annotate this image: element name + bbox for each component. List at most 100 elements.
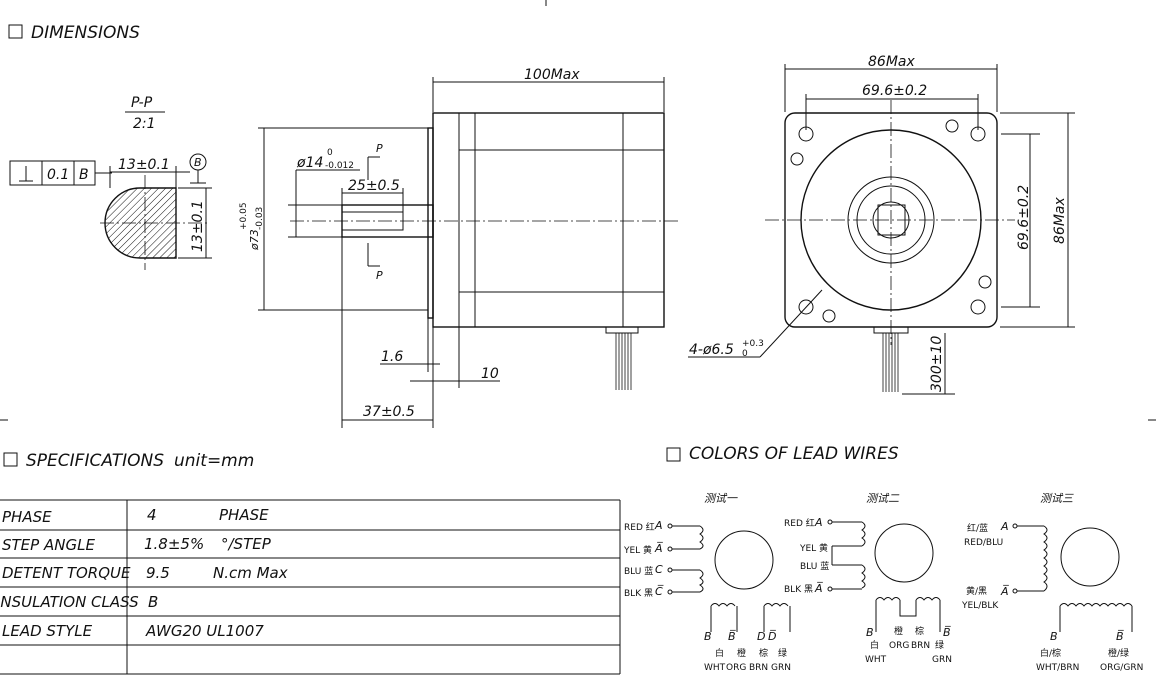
svg-text:棕: 棕 [915, 625, 924, 637]
front-view: 86Max 69.6±0.2 69.6±0.2 86Max 4-ø6.5 +0.… [688, 54, 1075, 395]
shaft-length-dim: 37±0.5 [363, 404, 415, 420]
spec-table: PHASE 4 PHASE STEP ANGLE 1.8±5% °/STEP D… [0, 499, 621, 675]
spec-value: 9.5 [146, 564, 170, 582]
height-max-dim: 86Max [1052, 197, 1068, 244]
lead-colors-heading: COLORS OF LEAD WIRES [689, 444, 899, 464]
svg-text:0: 0 [327, 148, 333, 158]
svg-text:A̅: A̅ [1000, 585, 1010, 598]
section-label: P-P [131, 95, 153, 111]
flange [427, 127, 434, 319]
svg-text:WHT: WHT [865, 655, 887, 665]
spec-unit: PHASE [219, 506, 269, 524]
shaft-dia-dim: ø14 [296, 155, 323, 171]
spec-param: STEP ANGLE [2, 536, 95, 554]
svg-text:YEL 黄: YEL 黄 [623, 544, 652, 556]
svg-text:-0.03: -0.03 [255, 207, 265, 230]
unit-label: unit=mm [174, 451, 254, 471]
svg-text:RED 红: RED 红 [624, 521, 655, 533]
svg-text:WHT/BRN: WHT/BRN [1036, 663, 1079, 673]
svg-text:BRN: BRN [749, 663, 768, 673]
svg-text:D̅: D̅ [768, 630, 777, 643]
svg-text:B: B [866, 626, 874, 639]
svg-text:ORG: ORG [889, 641, 909, 651]
svg-text:GRN: GRN [771, 663, 791, 673]
spec-unit: °/STEP [221, 535, 272, 553]
svg-text:白: 白 [870, 639, 879, 651]
test2-title: 测试二 [866, 492, 900, 505]
svg-text:BLK 黑: BLK 黑 [784, 584, 813, 595]
svg-text:棕: 棕 [759, 647, 768, 659]
svg-text:-0.012: -0.012 [325, 161, 354, 171]
svg-text:橙: 橙 [894, 625, 903, 637]
svg-text:B̅: B̅ [1116, 630, 1125, 643]
spec-param: PHASE [2, 508, 52, 526]
svg-text:0: 0 [742, 349, 748, 359]
svg-text:WHT: WHT [704, 663, 726, 673]
spec-unit: N.cm Max [213, 564, 288, 582]
wiring-test-1: 测试一 RED 红 YEL 黄 BLU 蓝 BLK 黑 A A̅ C C̅ B … [623, 492, 791, 673]
svg-text:A: A [654, 519, 663, 532]
svg-text:C̅: C̅ [655, 585, 664, 598]
svg-text:C: C [655, 563, 663, 576]
dimensions-checkbox-icon [8, 24, 23, 39]
svg-text:A̅: A̅ [654, 542, 664, 555]
perp-datum: B [79, 167, 89, 183]
wiring-test-3: 测试三 红/蓝 RED/BLU 黄/黑 YEL/BLK A A̅ B B̅ 白/… [961, 492, 1143, 673]
spec-value: 4 [147, 506, 157, 524]
section-width-dim: 13±0.1 [118, 157, 170, 173]
mount-hole-tr [970, 126, 986, 142]
svg-text:YEL 黄: YEL 黄 [799, 542, 828, 554]
spec-value: AWG20 UL1007 [145, 622, 264, 640]
perp-value: 0.1 [47, 167, 69, 183]
spec-param: LEAD STYLE [2, 622, 93, 640]
svg-text:GRN: GRN [932, 655, 952, 665]
svg-text:绿: 绿 [778, 647, 787, 659]
pilot-dia-dim: ø73 [248, 229, 261, 251]
svg-text:RED/BLU: RED/BLU [964, 538, 1003, 548]
spec-param: INSULATION CLASS [0, 593, 139, 611]
section-mark-top: P [376, 142, 383, 155]
side-view: 100Max ø73 +0.05 -0.03 ø14 0 [239, 67, 680, 428]
svg-text:绿: 绿 [935, 639, 944, 651]
svg-text:橙/绿: 橙/绿 [1108, 647, 1129, 659]
svg-text:BLK 黑: BLK 黑 [624, 588, 653, 599]
wiring-test-2: 测试二 RED 红 YEL 黄 BLU 蓝 BLK 黑 A A̅ B B̅ 白 … [784, 492, 952, 665]
flange-plate-dim: 10 [481, 366, 499, 382]
svg-text:YEL/BLK: YEL/BLK [961, 601, 999, 611]
svg-text:BRN: BRN [911, 641, 930, 651]
svg-text:A̅: A̅ [814, 582, 824, 595]
svg-text:+0.3: +0.3 [742, 339, 764, 349]
specifications-heading: SPECIFICATIONS [26, 451, 164, 471]
svg-text:D: D [757, 630, 765, 643]
mount-hole-bl [798, 299, 814, 315]
spec-param: DETENT TORQUE [2, 564, 131, 582]
lead-colors-checkbox-icon [666, 447, 681, 462]
svg-text:橙: 橙 [737, 647, 746, 659]
mount-hole-br [970, 299, 986, 315]
svg-text:白: 白 [715, 647, 724, 659]
svg-text:+0.05: +0.05 [239, 202, 249, 230]
spec-value: 1.8±5% [144, 535, 204, 553]
flange-thk-dim: 1.6 [381, 349, 403, 365]
svg-text:B̅: B̅ [728, 630, 737, 643]
section-scale: 2:1 [133, 116, 156, 132]
svg-text:BLU 蓝: BLU 蓝 [624, 565, 653, 577]
svg-text:ORG: ORG [726, 663, 746, 673]
svg-text:白/棕: 白/棕 [1040, 647, 1061, 659]
section-height-dim: 13±0.1 [190, 200, 206, 252]
width-max-dim: 86Max [868, 54, 915, 70]
test3-title: 测试三 [1040, 492, 1074, 505]
motor-body [432, 112, 665, 328]
lead-length-dim: 300±10 [929, 336, 945, 392]
svg-text:A: A [1000, 520, 1009, 533]
svg-text:B̅: B̅ [943, 626, 952, 639]
svg-text:B: B [194, 156, 202, 169]
svg-text:ORG/GRN: ORG/GRN [1100, 663, 1143, 673]
length-max-dim: 100Max [524, 67, 580, 83]
dimensions-heading: DIMENSIONS [31, 23, 140, 43]
section-mark-bottom: P [376, 269, 383, 282]
hole-spacing-v-dim: 69.6±0.2 [1016, 185, 1032, 250]
svg-text:B: B [704, 630, 712, 643]
svg-text:黄/黑: 黄/黑 [966, 585, 987, 597]
